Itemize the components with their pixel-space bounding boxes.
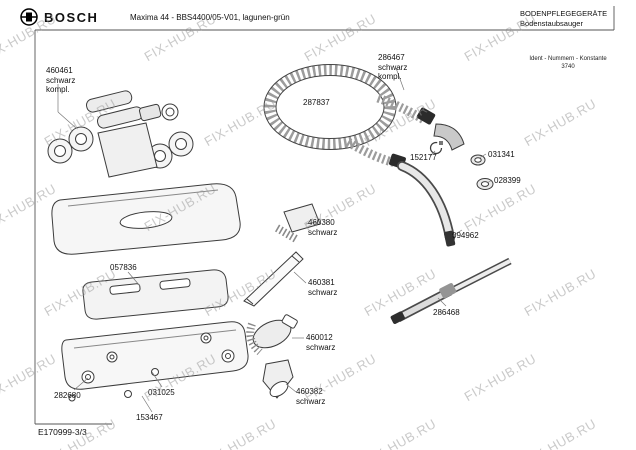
- brand-name: BOSCH: [44, 10, 99, 25]
- bosch-logo-icon: [19, 7, 39, 32]
- part-number: 031341: [488, 150, 515, 159]
- frame-lines: [34, 6, 615, 425]
- part-label-153467: 153467: [136, 413, 163, 423]
- part-number: 057836: [110, 263, 137, 272]
- part-label-031341: 031341: [488, 150, 515, 160]
- part-label-286468: 286468: [433, 308, 460, 318]
- part-label-028399: 028399: [494, 176, 521, 186]
- part-label-460380: 460380 schwarz: [308, 218, 337, 237]
- part-number: 031025: [148, 388, 175, 397]
- part-number: 282680: [54, 391, 81, 400]
- part-number: 152177: [410, 153, 437, 162]
- sole-plate-drawing: [61, 269, 249, 402]
- part-label-460012: 460012 schwarz: [306, 333, 335, 352]
- part-label-031025: 031025: [148, 388, 175, 398]
- part-label-152177: 152177: [410, 153, 437, 163]
- crevice-nozzle-drawing: [243, 251, 304, 307]
- part-number: 153467: [136, 413, 163, 422]
- upholstery-nozzle-drawing: [274, 203, 321, 243]
- part-label-282680: 282680: [54, 391, 81, 401]
- part-label-094962: 094962: [452, 231, 479, 241]
- part-number: 286468: [433, 308, 460, 317]
- leader-lines: [57, 67, 493, 413]
- part-label-460381: 460381 schwarz: [308, 278, 337, 297]
- part-note: schwarz kompl.: [46, 75, 76, 95]
- part-note: schwarz: [308, 227, 338, 237]
- elbow-connector-drawing: [433, 123, 494, 190]
- telescopic-tube-drawing: [390, 257, 512, 324]
- ident-value: 3740: [561, 64, 575, 71]
- brush-nozzle-drawing: [246, 314, 298, 356]
- part-label-460461: 460461 schwarz kompl.: [46, 66, 75, 95]
- part-number: 287837: [303, 98, 330, 107]
- part-note: schwarz kompl.: [378, 62, 408, 82]
- category-line1: BODENPFLEGEGERÄTE: [520, 9, 608, 18]
- part-number: 460012: [306, 333, 333, 342]
- part-number: 460381: [308, 278, 335, 287]
- part-number: 460461: [46, 66, 73, 75]
- document-number: E170999-3/3: [38, 427, 87, 437]
- part-note: schwarz: [296, 396, 326, 406]
- category-block: BODENPFLEGEGERÄTE Bodenstaubsauger: [520, 9, 607, 29]
- small-nozzle-drawing: [262, 359, 294, 399]
- part-note: schwarz: [306, 342, 336, 352]
- part-number: 028399: [494, 176, 521, 185]
- ident-block: Ident - Nummern - Konstante 3740: [520, 55, 616, 71]
- part-label-287837: 287837: [303, 98, 330, 108]
- hose-clamp-drawing: [429, 141, 443, 155]
- suction-hose-drawing: [263, 64, 436, 169]
- floor-nozzle-drawing: [47, 90, 241, 255]
- part-number: 286467: [378, 53, 405, 62]
- part-note: schwarz: [308, 287, 338, 297]
- part-label-286467: 286467 schwarz kompl.: [378, 53, 407, 82]
- bend-tube-drawing: [397, 161, 456, 247]
- part-label-057836: 057836: [110, 263, 137, 273]
- part-number: 460382: [296, 387, 323, 396]
- ident-label: Ident - Nummern - Konstante: [529, 56, 607, 62]
- model-title: Maxima 44 - BBS4400/05-V01, lagunen-grün: [130, 13, 290, 22]
- part-number: 460380: [308, 218, 335, 227]
- part-label-460382: 460382 schwarz: [296, 387, 325, 406]
- part-number: 094962: [452, 231, 479, 240]
- category-line2: Bodenstaubsauger: [520, 18, 583, 28]
